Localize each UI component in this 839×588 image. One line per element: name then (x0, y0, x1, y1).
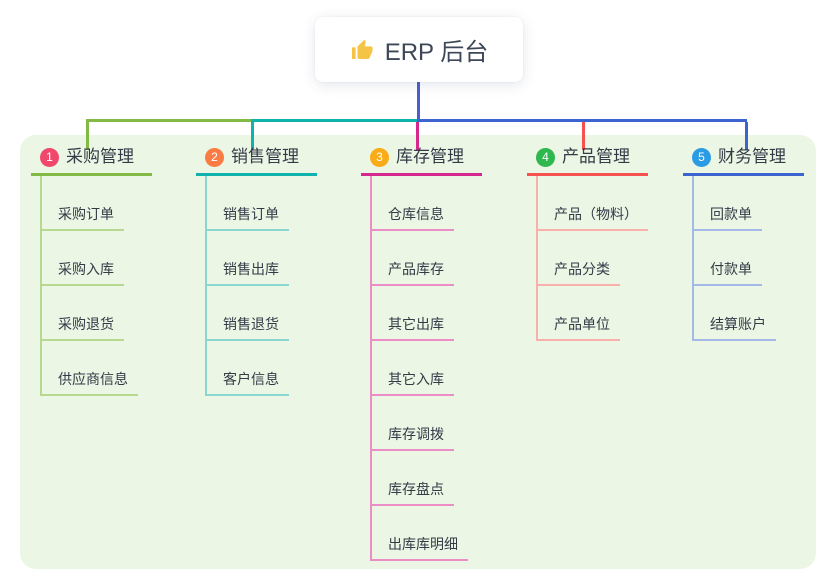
child-node[interactable]: 采购订单 (40, 206, 124, 231)
child-row: 采购入库 (31, 231, 152, 286)
bus-segment-line (417, 119, 747, 122)
branch-label: 财务管理 (718, 147, 786, 166)
bus-segment-line (251, 119, 418, 122)
child-row: 产品分类 (527, 231, 648, 286)
branch-drop-line (251, 119, 254, 150)
child-node[interactable]: 销售订单 (205, 206, 289, 231)
branch-children-line (40, 176, 42, 396)
branch-drop-line (582, 122, 585, 150)
root-connector-line (417, 82, 420, 122)
child-node[interactable]: 产品单位 (536, 316, 620, 341)
branch-label: 产品管理 (562, 147, 630, 166)
thumbs-up-icon (350, 38, 374, 62)
child-row: 采购订单 (31, 176, 152, 231)
branch-number-badge: 3 (370, 147, 389, 167)
branch-2: 2 销售管理销售订单销售出库销售退货客户信息 (196, 146, 317, 396)
child-row: 出库库明细 (361, 506, 482, 561)
child-row: 销售退货 (196, 286, 317, 341)
branch-children-line (536, 176, 538, 341)
branch-drop-line (416, 122, 419, 150)
branch-header[interactable]: 2 销售管理 (196, 146, 317, 176)
child-row: 结算账户 (683, 286, 804, 341)
child-node[interactable]: 产品分类 (536, 261, 620, 286)
child-node[interactable]: 销售退货 (205, 316, 289, 341)
branch-label: 采购管理 (66, 147, 134, 166)
child-row: 库存调拨 (361, 396, 482, 451)
child-node[interactable]: 产品（物料） (536, 206, 648, 231)
child-row: 产品（物料） (527, 176, 648, 231)
branch-children-line (370, 176, 372, 561)
child-node[interactable]: 出库库明细 (370, 536, 468, 561)
branch-4: 4 产品管理产品（物料） 产品分类产品单位 (527, 146, 648, 341)
child-row: 客户信息 (196, 341, 317, 396)
branch-number-badge: 2 (205, 147, 224, 167)
branch-drop-line (86, 119, 89, 150)
child-node[interactable]: 客户信息 (205, 371, 289, 396)
child-node[interactable]: 付款单 (692, 261, 762, 286)
child-node[interactable]: 库存调拨 (370, 426, 454, 451)
branch-label: 库存管理 (396, 147, 464, 166)
child-node[interactable]: 采购退货 (40, 316, 124, 341)
branch-header[interactable]: 1 采购管理 (31, 146, 152, 176)
child-row: 产品库存 (361, 231, 482, 286)
child-node[interactable]: 结算账户 (692, 316, 776, 341)
branch-1: 1 采购管理采购订单采购入库采购退货供应商信息 (31, 146, 152, 396)
child-node[interactable]: 产品库存 (370, 261, 454, 286)
child-row: 销售出库 (196, 231, 317, 286)
child-node[interactable]: 其它入库 (370, 371, 454, 396)
branch-header[interactable]: 3 库存管理 (361, 146, 482, 176)
child-node[interactable]: 库存盘点 (370, 481, 454, 506)
child-row: 产品单位 (527, 286, 648, 341)
bus-segment-line (86, 119, 252, 122)
branch-children-line (205, 176, 207, 396)
branch-number-badge: 1 (40, 147, 59, 167)
child-node[interactable]: 销售出库 (205, 261, 289, 286)
branch-children-line (692, 176, 694, 341)
branch-label: 销售管理 (231, 147, 299, 166)
branch-number-badge: 4 (536, 147, 555, 167)
child-node[interactable]: 回款单 (692, 206, 762, 231)
child-node[interactable]: 供应商信息 (40, 371, 138, 396)
child-row: 回款单 (683, 176, 804, 231)
branch-5: 5 财务管理回款单付款单结算账户 (683, 146, 804, 341)
root-title: ERP 后台 (384, 39, 489, 66)
child-row: 供应商信息 (31, 341, 152, 396)
branch-header[interactable]: 5 财务管理 (683, 146, 804, 176)
child-row: 仓库信息 (361, 176, 482, 231)
child-row: 其它入库 (361, 341, 482, 396)
branch-3: 3 库存管理仓库信息产品库存其它出库其它入库库存调拨库存盘点出库库明细 (361, 146, 482, 561)
root-node[interactable]: ERP 后台 (315, 17, 523, 82)
child-node[interactable]: 仓库信息 (370, 206, 454, 231)
branch-number-badge: 5 (692, 147, 711, 167)
child-row: 付款单 (683, 231, 804, 286)
child-node[interactable]: 其它出库 (370, 316, 454, 341)
child-node[interactable]: 采购入库 (40, 261, 124, 286)
branch-drop-line (745, 122, 748, 150)
branch-header[interactable]: 4 产品管理 (527, 146, 648, 176)
child-row: 采购退货 (31, 286, 152, 341)
mindmap-background-panel (20, 135, 816, 569)
child-row: 销售订单 (196, 176, 317, 231)
child-row: 其它出库 (361, 286, 482, 341)
child-row: 库存盘点 (361, 451, 482, 506)
